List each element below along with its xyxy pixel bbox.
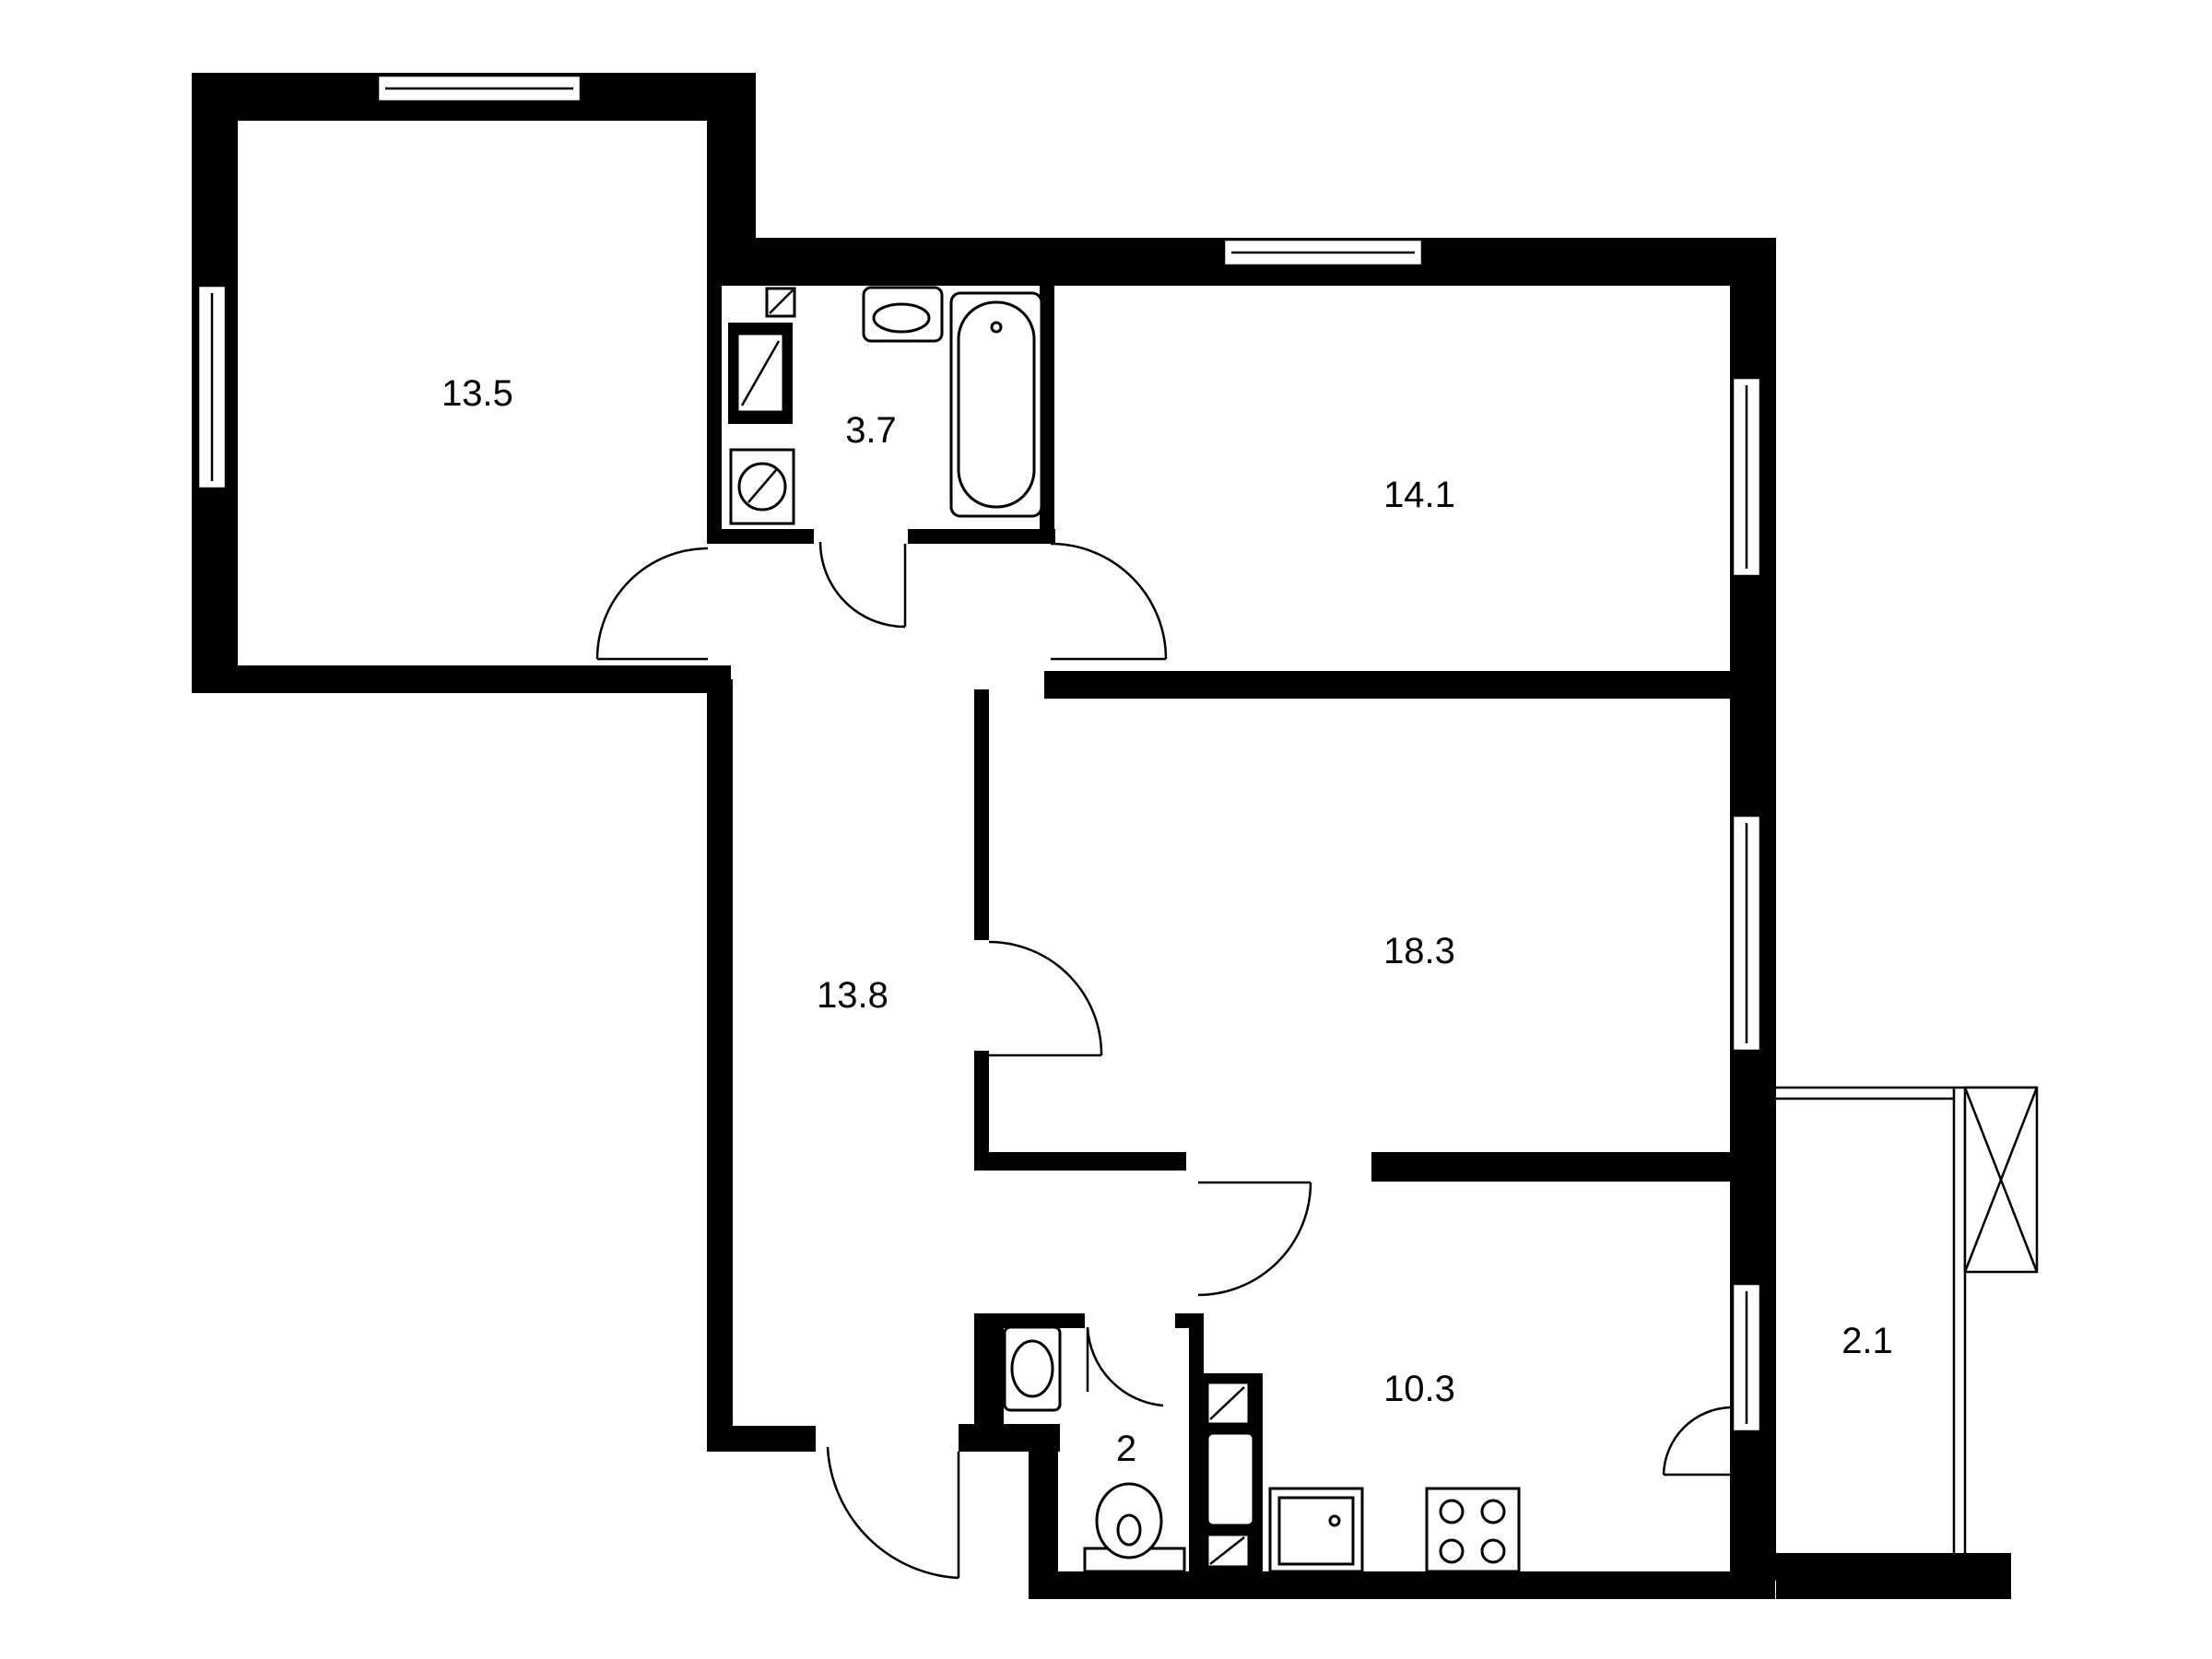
wall <box>974 1152 1186 1171</box>
wall <box>722 529 814 544</box>
balcony-railing <box>1776 1086 2039 1553</box>
room-area-bedroom-top-right: 14.1 <box>1383 475 1455 515</box>
door <box>1197 1181 1312 1297</box>
wall <box>707 240 722 544</box>
wall <box>1029 1424 1058 1585</box>
wall <box>707 679 733 1452</box>
doors <box>595 541 1731 1580</box>
door <box>988 940 1103 1057</box>
door <box>826 1446 960 1580</box>
windows <box>196 74 1762 1433</box>
wall <box>1371 1152 1740 1182</box>
wall <box>192 665 731 693</box>
door <box>1050 542 1168 661</box>
room-area-kitchen: 10.3 <box>1383 1369 1455 1409</box>
room-area-hallway: 13.8 <box>817 975 888 1016</box>
wall <box>1040 276 1054 544</box>
stove-icon <box>1425 1487 1521 1573</box>
wall <box>1044 671 1730 699</box>
wall <box>974 689 989 940</box>
room-area-bathroom: 3.7 <box>845 410 897 451</box>
wall <box>974 1051 989 1171</box>
wall <box>707 73 756 241</box>
wall <box>707 1426 816 1452</box>
door <box>595 547 709 661</box>
room-area-toilet: 2 <box>1116 1429 1136 1469</box>
room-area-living-room: 18.3 <box>1383 931 1455 971</box>
room-labels: 13.5 3.7 14.1 13.8 18.3 2 10.3 2.1 <box>441 373 1893 1469</box>
room-area-bedroom-top-left: 13.5 <box>441 373 513 414</box>
wall <box>1730 1479 1776 1581</box>
wall <box>908 529 1055 544</box>
room-area-balcony: 2.1 <box>1841 1321 1893 1361</box>
wall <box>1029 1571 1775 1599</box>
fixtures <box>728 286 1521 1573</box>
wall <box>1776 1553 2011 1599</box>
door <box>1662 1406 1731 1477</box>
door <box>818 541 907 629</box>
door <box>1086 1326 1164 1407</box>
